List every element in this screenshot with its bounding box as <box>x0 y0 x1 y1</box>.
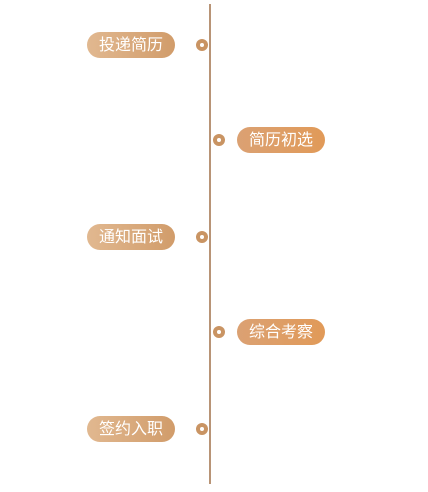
step-label-text: 签约入职 <box>99 419 164 438</box>
timeline-step-resume-screening: 简历初选 <box>0 127 428 155</box>
timeline-step-interview-notice: 通知面试 <box>0 224 428 252</box>
step-label-pill: 综合考察 <box>237 319 326 345</box>
timeline-node-dot <box>213 326 225 338</box>
timeline-step-comprehensive-assessment: 综合考察 <box>0 319 428 347</box>
timeline-node-dot <box>196 231 208 243</box>
timeline-node-dot <box>196 423 208 435</box>
step-label-text: 投递简历 <box>99 35 164 54</box>
step-label-pill: 简历初选 <box>237 127 326 153</box>
timeline-axis-line <box>209 4 211 484</box>
step-label-pill: 签约入职 <box>87 416 176 442</box>
step-label-pill: 通知面试 <box>87 224 176 250</box>
timeline-step-sign-and-onboard: 签约入职 <box>0 416 428 444</box>
timeline-node-dot <box>196 39 208 51</box>
step-label-text: 通知面试 <box>99 227 164 246</box>
timeline-node-dot <box>213 134 225 146</box>
step-label-pill: 投递简历 <box>87 32 176 58</box>
step-label-text: 简历初选 <box>249 130 314 149</box>
step-label-text: 综合考察 <box>249 322 314 341</box>
timeline-step-submit-resume: 投递简历 <box>0 32 428 60</box>
